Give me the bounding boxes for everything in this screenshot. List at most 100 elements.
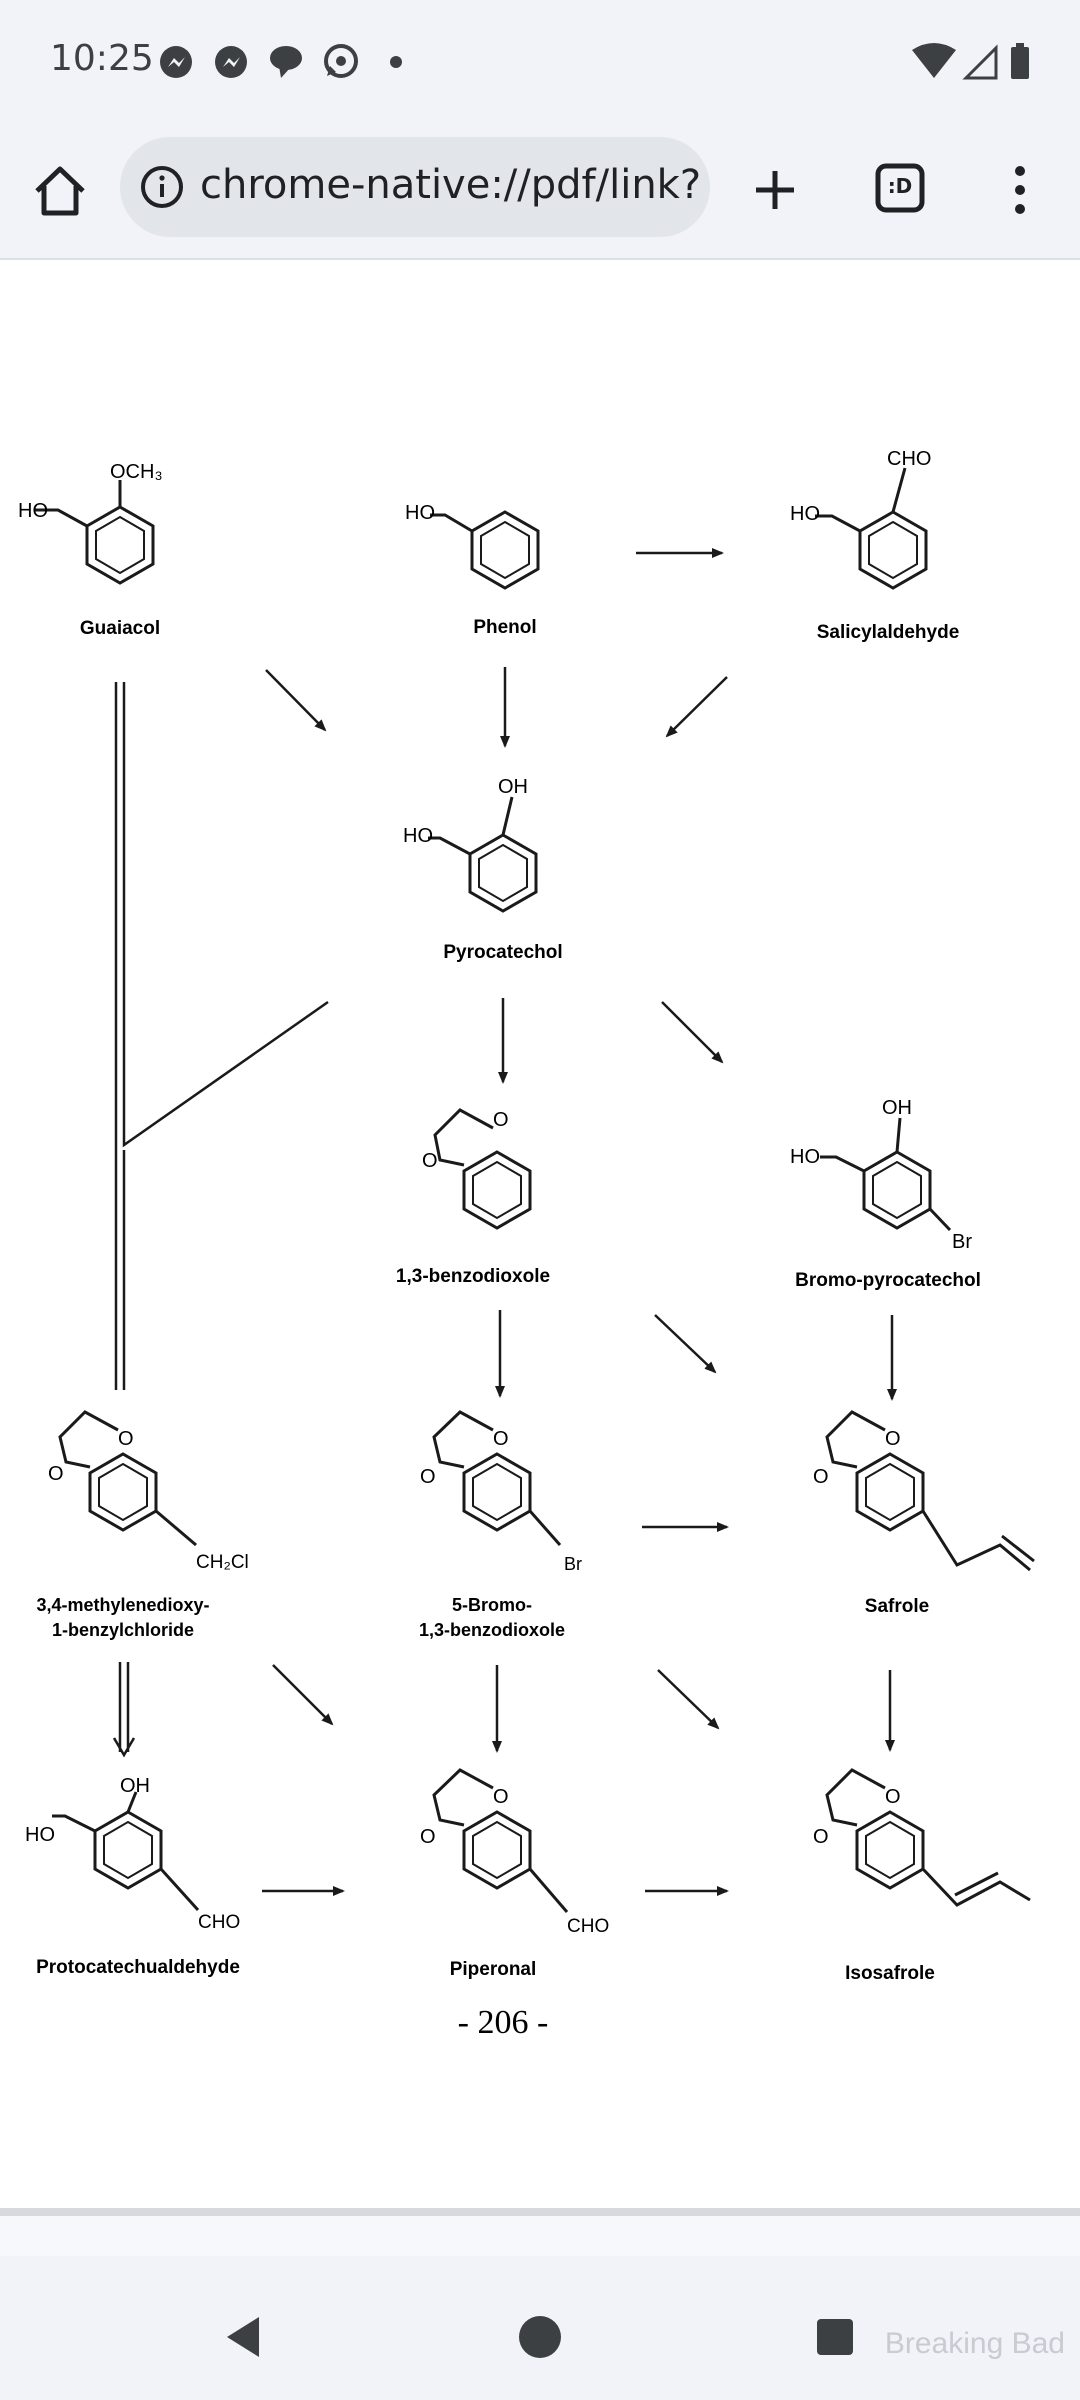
home-circle-icon	[519, 2316, 561, 2358]
svg-text:HO: HO	[790, 503, 820, 525]
compound-bromo-benzodioxole: O O Br 5-Bromo- 1,3-benzodioxole	[419, 1410, 582, 1640]
svg-text:CHO: CHO	[887, 448, 931, 470]
double-arrow-benzylchloride-protocatechualdehyde	[112, 1662, 136, 1758]
svg-text:Isosafrole: Isosafrole	[845, 1963, 935, 1984]
address-bar[interactable]: chrome-native://pdf/link?ur	[120, 137, 710, 237]
arrow-methylenedioxy-piperonal	[272, 1664, 334, 1726]
compound-guaiacol: HO OCH₃ Guaiacol	[18, 461, 163, 639]
svg-text:Safrole: Safrole	[865, 1596, 929, 1617]
svg-text:Bromo-pyrocatechol: Bromo-pyrocatechol	[795, 1270, 981, 1291]
home-button[interactable]	[25, 155, 95, 225]
status-time: 10:25	[50, 38, 154, 79]
home-icon	[35, 166, 85, 216]
whatsapp-icon	[324, 44, 358, 78]
arrow-bromobenzodioxole-isosafrole	[657, 1669, 720, 1730]
page-divider	[0, 2208, 1080, 2216]
svg-text:HO: HO	[25, 1824, 55, 1846]
compound-safrole: O O Safrole	[813, 1410, 1035, 1617]
svg-text:O: O	[493, 1428, 509, 1450]
pdf-page: HO OCH₃ Guaiacol HO Phenol HO CHO Salicy…	[0, 260, 1080, 2208]
wifi-icon	[912, 43, 956, 78]
page-number: - 206 -	[458, 2004, 549, 2041]
svg-text:Salicylaldehyde: Salicylaldehyde	[817, 622, 960, 643]
tab-switcher-icon	[875, 163, 925, 213]
svg-text:Br: Br	[564, 1554, 582, 1574]
new-tab-button[interactable]	[740, 155, 810, 225]
svg-text:O: O	[420, 1826, 436, 1848]
compound-protocatechualdehyde: HO OH CHO Protocatechualdehyde	[25, 1775, 240, 1978]
new-tab-icon	[756, 171, 794, 209]
arrow-benzodioxole-safrole	[654, 1314, 717, 1374]
compound-benzodioxole: O O 1,3-benzodioxole	[396, 1108, 550, 1287]
tab-switcher-button[interactable]: :D	[865, 153, 935, 223]
arrow-guaiacol-pyrocatechol	[265, 669, 327, 732]
svg-text:Br: Br	[952, 1231, 972, 1253]
svg-text:Piperonal: Piperonal	[450, 1959, 537, 1980]
svg-text:OH: OH	[882, 1097, 912, 1119]
compound-piperonal: O O CHO Piperonal	[420, 1768, 609, 1980]
recents-icon	[817, 2319, 853, 2355]
messenger-icon	[160, 46, 192, 78]
svg-text:O: O	[48, 1463, 64, 1485]
compound-phenol: HO Phenol	[405, 502, 540, 638]
arrow-salicylaldehyde-pyrocatechol	[665, 676, 728, 738]
svg-text:1,3-benzodioxole: 1,3-benzodioxole	[396, 1266, 550, 1287]
status-bar: 10:25	[0, 0, 1080, 125]
svg-text:HO: HO	[403, 825, 433, 847]
next-page-gap	[0, 2216, 1080, 2256]
svg-text:O: O	[422, 1150, 438, 1172]
svg-text:HO: HO	[405, 502, 435, 524]
watermark: Breaking Bad	[884, 2327, 1065, 2360]
back-icon	[227, 2317, 259, 2357]
compound-bromo-pyrocatechol: HO OH Br Bromo-pyrocatechol	[790, 1097, 981, 1291]
compound-pyrocatechol: HO OH Pyrocatechol	[403, 776, 563, 963]
reaction-arrows	[112, 548, 897, 1896]
svg-text:1-benzylchloride: 1-benzylchloride	[52, 1620, 194, 1640]
svg-text:HO: HO	[790, 1146, 820, 1168]
arrow-pyrocatechol-bromopyrocatechol	[661, 1001, 724, 1064]
battery-icon	[1011, 43, 1029, 79]
status-icons	[160, 43, 1029, 80]
svg-text:O: O	[885, 1786, 901, 1808]
svg-text:O: O	[885, 1428, 901, 1450]
svg-text:CHO: CHO	[198, 1912, 240, 1933]
recents-button[interactable]	[805, 2307, 865, 2367]
browser-toolbar: chrome-native://pdf/link?ur :D	[0, 125, 1080, 260]
svg-text:Phenol: Phenol	[473, 617, 536, 638]
signal-icon	[962, 44, 998, 80]
svg-text:Pyrocatechol: Pyrocatechol	[443, 942, 562, 963]
compound-isosafrole: O O Isosafrole	[813, 1768, 1031, 1984]
url-text[interactable]: chrome-native://pdf/link?ur	[200, 162, 700, 208]
svg-text:O: O	[493, 1786, 509, 1808]
svg-text:O: O	[420, 1466, 436, 1488]
home-nav-button[interactable]	[510, 2307, 570, 2367]
menu-icon	[1015, 166, 1025, 214]
svg-text:OCH₃: OCH₃	[110, 461, 163, 483]
compound-salicylaldehyde: HO CHO Salicylaldehyde	[790, 448, 959, 643]
messenger-icon	[215, 46, 247, 78]
svg-text:O: O	[493, 1109, 509, 1131]
menu-button[interactable]	[985, 155, 1045, 225]
svg-text:O: O	[813, 1826, 829, 1848]
svg-text:HO: HO	[18, 500, 48, 522]
svg-text:OH: OH	[120, 1775, 150, 1797]
svg-text:1,3-benzodioxole: 1,3-benzodioxole	[419, 1620, 565, 1640]
svg-text:CH₂Cl: CH₂Cl	[196, 1552, 249, 1573]
tab-count-label: :D	[887, 174, 913, 198]
svg-text:3,4-methylenedioxy-: 3,4-methylenedioxy-	[36, 1595, 209, 1615]
svg-text:OH: OH	[498, 776, 528, 798]
dot-icon	[390, 56, 402, 68]
compound-methylenedioxy-benzylchloride: O O CH₂Cl 3,4-methylenedioxy- 1-benzylch…	[36, 1410, 249, 1640]
double-line-guaiacol-benzylchloride	[114, 682, 329, 1390]
svg-text:5-Bromo-: 5-Bromo-	[452, 1595, 532, 1615]
svg-text:Protocatechualdehyde: Protocatechualdehyde	[36, 1957, 240, 1978]
svg-text:O: O	[813, 1466, 829, 1488]
svg-text:O: O	[118, 1428, 134, 1450]
svg-text:CHO: CHO	[567, 1916, 609, 1937]
reaction-scheme: HO OCH₃ Guaiacol HO Phenol HO CHO Salicy…	[18, 448, 1035, 2041]
system-nav-bar: Breaking Bad	[0, 2282, 1080, 2400]
svg-text:Guaiacol: Guaiacol	[80, 618, 160, 639]
chat-bubble-icon	[270, 46, 302, 78]
back-button[interactable]	[215, 2307, 275, 2367]
site-info-icon[interactable]	[132, 157, 192, 217]
